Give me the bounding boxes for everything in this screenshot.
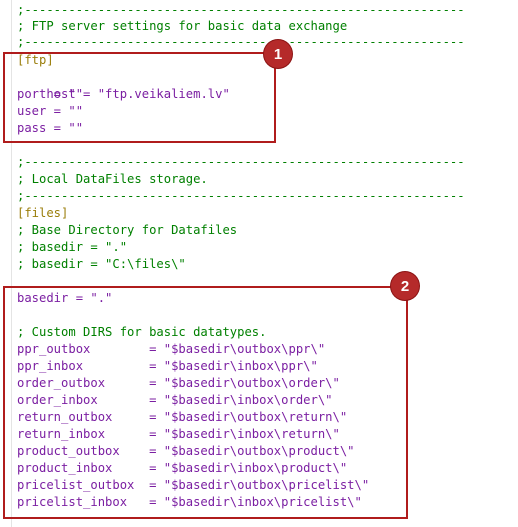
config-line-pricelist-inbox: pricelist_inbox = "$basedir\inbox\pricel…: [17, 495, 362, 509]
config-line-ppr-inbox: ppr_inbox = "$basedir\inbox\ppr\": [17, 359, 318, 373]
section-header-ftp: [ftp]: [17, 53, 54, 67]
config-line-pass: pass = "": [17, 121, 84, 135]
config-line-return-outbox: return_outbox = "$basedir\outbox\return\…: [17, 410, 348, 424]
comment-line: ; Local DataFiles storage.: [17, 172, 208, 186]
config-line-product-outbox: product_outbox = "$basedir\outbox\produc…: [17, 444, 355, 458]
editor-gutter: [11, 0, 12, 527]
config-line-order-outbox: order_outbox = "$basedir\outbox\order\": [17, 376, 340, 390]
comment-line: ; basedir = "C:\files\": [17, 257, 186, 271]
callout-badge-1: 1: [264, 40, 292, 68]
config-line-return-inbox: return_inbox = "$basedir\inbox\return\": [17, 427, 340, 441]
config-line-user: user = "": [17, 104, 84, 118]
comment-line: ; FTP server settings for basic data exc…: [17, 19, 348, 33]
comment-line: ; basedir = ".": [17, 240, 128, 254]
callout-box-ftp: [3, 52, 276, 143]
comment-line: ; Base Directory for Datafiles: [17, 223, 238, 237]
comment-line: ; Custom DIRS for basic datatypes.: [17, 325, 267, 339]
config-line-basedir: basedir = ".": [17, 291, 113, 305]
callout-box-files: [3, 286, 408, 519]
config-line-ppr-outbox: ppr_outbox = "$basedir\outbox\ppr\": [17, 342, 326, 356]
config-line-product-inbox: product_inbox = "$basedir\inbox\product\…: [17, 461, 348, 475]
comment-divider: ;---------------------------------------…: [17, 3, 465, 17]
comment-divider: ;---------------------------------------…: [17, 155, 465, 169]
comment-divider: ;---------------------------------------…: [17, 35, 465, 49]
config-line-pricelist-outbox: pricelist_outbox = "$basedir\outbox\pric…: [17, 478, 370, 492]
line-text: host = "ftp.veikaliem.lv": [46, 87, 230, 101]
config-line-port: port = "": [17, 87, 84, 101]
callout-badge-2: 2: [391, 272, 419, 300]
config-line-order-inbox: order_inbox = "$basedir\inbox\order\": [17, 393, 333, 407]
comment-divider: ;---------------------------------------…: [17, 189, 465, 203]
section-header-files: [files]: [17, 206, 69, 220]
config-line-host: host = "ftp.veikaliem.lv": [17, 69, 229, 101]
